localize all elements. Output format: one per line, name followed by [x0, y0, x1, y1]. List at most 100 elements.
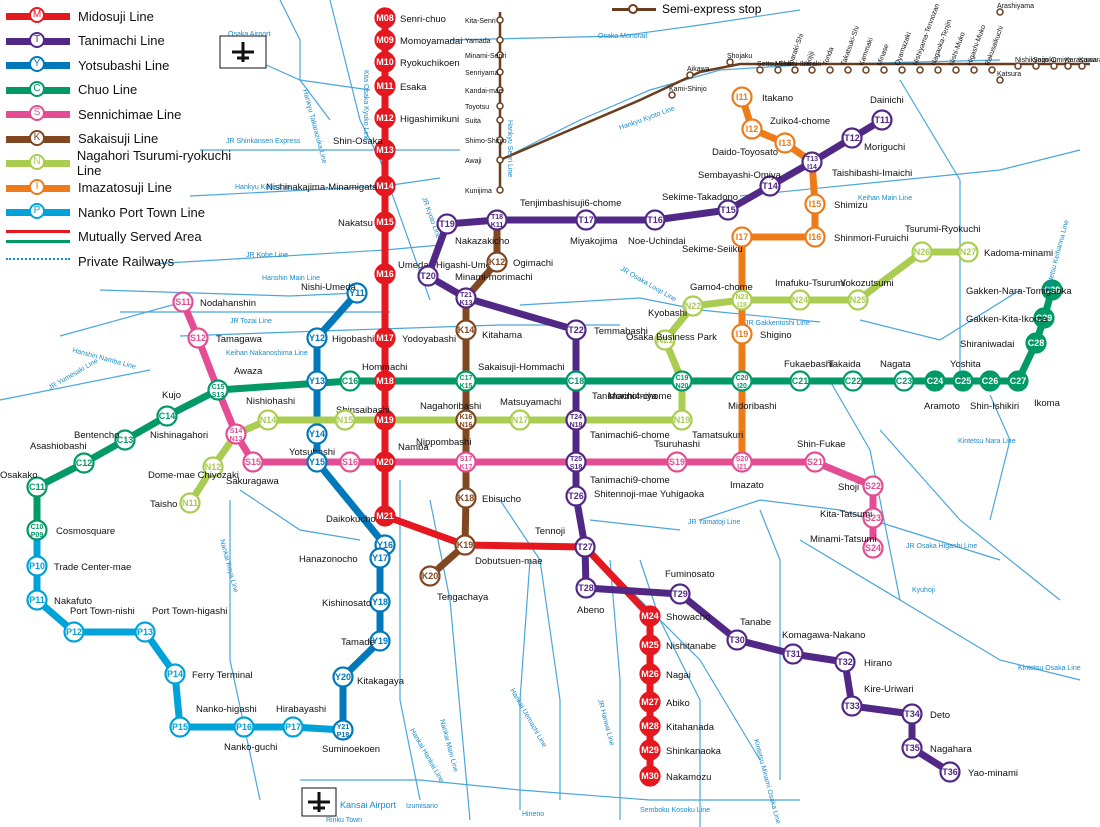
semi-express-station[interactable]: Kammaki — [858, 36, 875, 74]
semi-express-station[interactable]: Higashi-Muko — [966, 24, 988, 74]
semi-express-station[interactable]: Nishi-Muko — [948, 31, 967, 74]
semi-express-station[interactable]: Omiya — [1050, 57, 1071, 70]
station-C16[interactable]: C16 — [339, 370, 361, 392]
semi-express-station[interactable]: Oyamazaki — [894, 31, 913, 74]
station-C18[interactable]: C18 — [565, 370, 587, 392]
station-N15[interactable]: N15 — [334, 409, 356, 431]
semi-express-station[interactable]: Minami-Ibaraki — [774, 61, 821, 74]
semi-express-station[interactable]: Minase — [876, 43, 891, 74]
semi-express-station[interactable]: Aikawa — [686, 66, 710, 79]
semi-express-station[interactable]: Yamada — [465, 36, 504, 45]
semi-express-station[interactable]: Settsu-Shi — [756, 61, 790, 74]
semi-express-station[interactable]: Senriyama — [465, 68, 504, 77]
semi-express-station[interactable]: Suita — [465, 116, 504, 125]
semi-express-station[interactable]: Kandai-mae — [465, 86, 504, 95]
semi-express-station[interactable]: Minami-Senri — [465, 51, 507, 60]
semi-express-station[interactable]: Arashiyama — [996, 3, 1034, 16]
semi-express-station[interactable]: Shojaku — [726, 53, 752, 66]
semi-express-station[interactable]: Kunijima — [465, 186, 504, 195]
station-Y15[interactable]: Y15 — [306, 451, 328, 473]
station-K19[interactable]: K19 — [454, 534, 476, 556]
station-S16[interactable]: S16 — [339, 451, 361, 473]
semi-express-station[interactable]: Kami-Shinjo — [668, 86, 707, 99]
station-T27[interactable]: T27 — [574, 536, 596, 558]
semi-express-station[interactable]: Kawaramachi — [1078, 57, 1100, 70]
station-Y13[interactable]: Y13 — [306, 370, 328, 392]
semi-express-station[interactable]: Kita-Senri — [465, 16, 504, 25]
semi-express-station[interactable]: Shimo-Shinjo — [465, 136, 507, 145]
